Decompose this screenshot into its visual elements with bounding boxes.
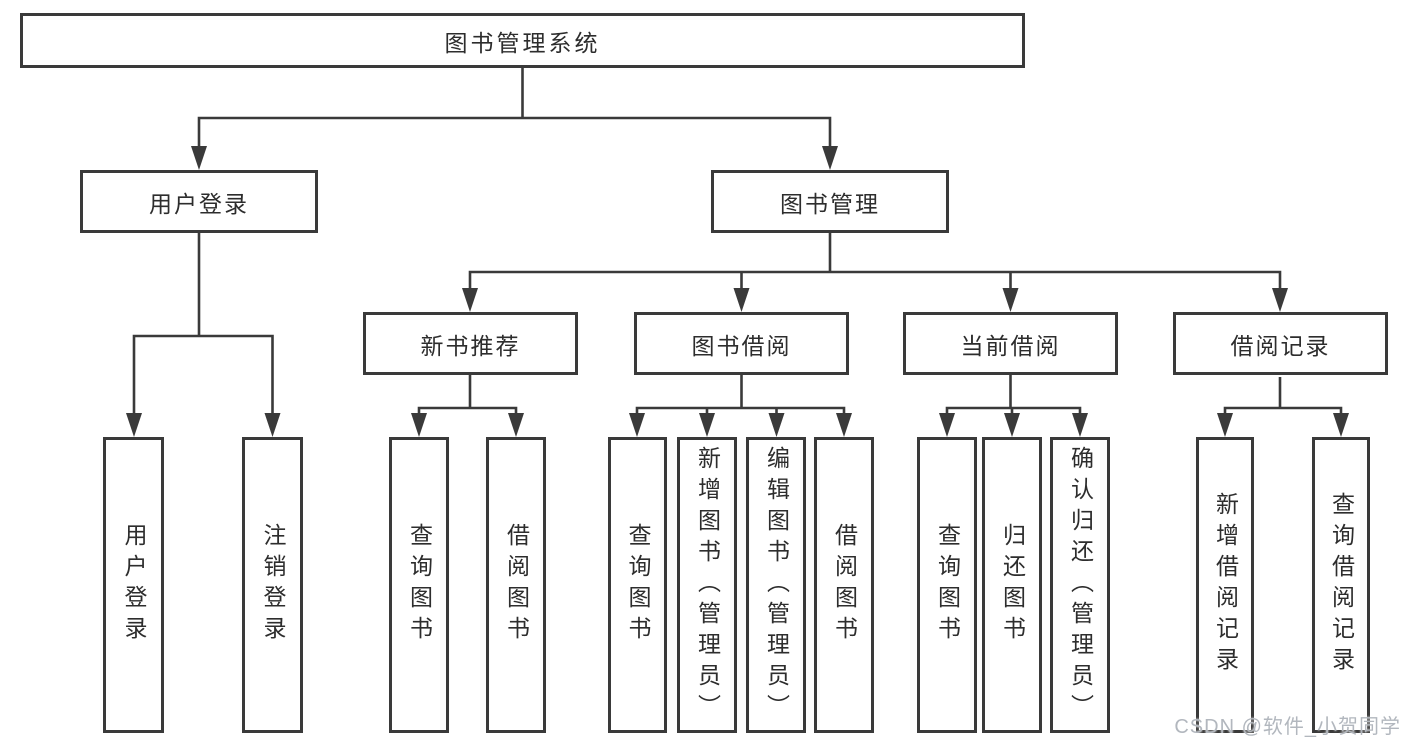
edge-userlogin-branch <box>132 334 274 413</box>
node-label: 注销登录 <box>260 523 286 647</box>
node-label: 新增图书（管理员） <box>694 445 721 725</box>
arrow-down-icon <box>1272 288 1288 312</box>
edge-newrec-branch <box>417 406 518 413</box>
leaf-confirm-return-admin: 确认归还（管理员） <box>1050 437 1110 733</box>
node-current-borrow: 当前借阅 <box>903 312 1118 375</box>
arrow-down-icon <box>411 413 427 437</box>
leaf-query-borrow-record: 查询借阅记录 <box>1312 437 1370 733</box>
arrow-down-icon <box>126 413 142 437</box>
leaf-edit-book-admin: 编辑图书（管理员） <box>746 437 806 733</box>
arrow-down-icon <box>1002 288 1019 312</box>
leaf-query-book-borrow: 查询图书 <box>608 437 667 733</box>
node-label: 查询借阅记录 <box>1328 492 1355 678</box>
node-label: 查询图书 <box>625 523 651 647</box>
arrow-down-icon <box>462 288 478 312</box>
node-borrow-records: 借阅记录 <box>1173 312 1388 375</box>
node-book-management: 图书管理 <box>711 170 949 233</box>
node-book-borrow: 图书借阅 <box>634 312 849 375</box>
node-label: 查询图书 <box>406 523 433 647</box>
node-label: 确认归还（管理员） <box>1067 445 1094 725</box>
arrow-down-icon <box>191 146 207 170</box>
node-label: 查询图书 <box>934 523 961 647</box>
edge-records-branch <box>1223 406 1343 413</box>
node-label: 借阅图书 <box>831 523 858 647</box>
node-user-login: 用户登录 <box>80 170 318 233</box>
edge-current-branch <box>945 406 1082 413</box>
arrow-down-icon <box>1333 413 1349 437</box>
leaf-add-book-admin: 新增图书（管理员） <box>677 437 737 733</box>
arrow-down-icon <box>508 413 524 437</box>
node-label: 图书借阅 <box>691 332 792 359</box>
node-label: 借阅图书 <box>503 523 530 647</box>
node-new-book-recommend: 新书推荐 <box>363 312 578 375</box>
arrow-down-icon <box>822 146 838 170</box>
leaf-logout: 注销登录 <box>242 437 303 733</box>
leaf-return-book: 归还图书 <box>982 437 1042 733</box>
node-label: 新增借阅记录 <box>1212 492 1239 678</box>
node-label: 图书管理系统 <box>444 29 601 56</box>
leaf-query-book-current: 查询图书 <box>917 437 977 733</box>
edge-borrow-branch <box>635 406 846 413</box>
arrow-down-icon <box>733 288 750 312</box>
arrow-down-icon <box>768 413 785 437</box>
edge-root-branch <box>197 116 832 146</box>
node-label: 用户登录 <box>121 523 147 647</box>
leaf-borrow-book-recommend: 借阅图书 <box>486 437 546 733</box>
node-label: 新书推荐 <box>420 332 521 359</box>
edge-bookmgmt-branch <box>468 270 1282 288</box>
node-label: 借阅记录 <box>1230 332 1331 359</box>
arrow-down-icon <box>629 413 645 437</box>
arrow-down-icon <box>836 413 852 437</box>
node-label: 当前借阅 <box>960 332 1061 359</box>
arrow-down-icon <box>699 413 715 437</box>
arrow-down-icon <box>1072 413 1088 437</box>
leaf-user-login: 用户登录 <box>103 437 164 733</box>
arrow-down-icon <box>1217 413 1233 437</box>
node-label: 用户登录 <box>149 190 249 217</box>
leaf-query-book-recommend: 查询图书 <box>389 437 449 733</box>
leaf-add-borrow-record: 新增借阅记录 <box>1196 437 1254 733</box>
csdn-watermark: CSDN @软件_小贺同学 <box>1174 716 1401 738</box>
arrow-down-icon <box>264 413 281 437</box>
arrow-down-icon <box>939 413 955 437</box>
arrow-down-icon <box>1004 413 1020 437</box>
leaf-borrow-book: 借阅图书 <box>814 437 874 733</box>
node-label: 图书管理 <box>780 190 880 217</box>
node-root-system: 图书管理系统 <box>20 13 1025 68</box>
node-label: 编辑图书（管理员） <box>763 445 790 725</box>
node-label: 归还图书 <box>999 523 1026 647</box>
